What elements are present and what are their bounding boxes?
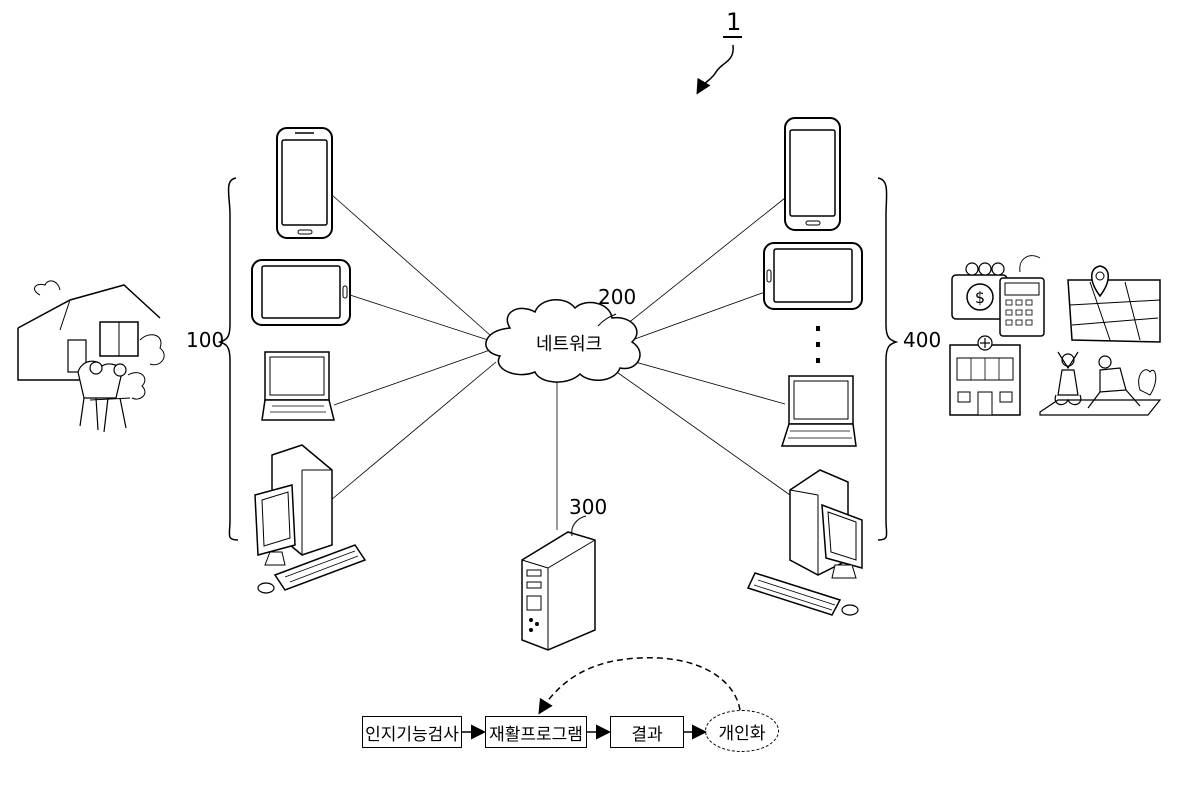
flow-arrows (0, 0, 1200, 794)
